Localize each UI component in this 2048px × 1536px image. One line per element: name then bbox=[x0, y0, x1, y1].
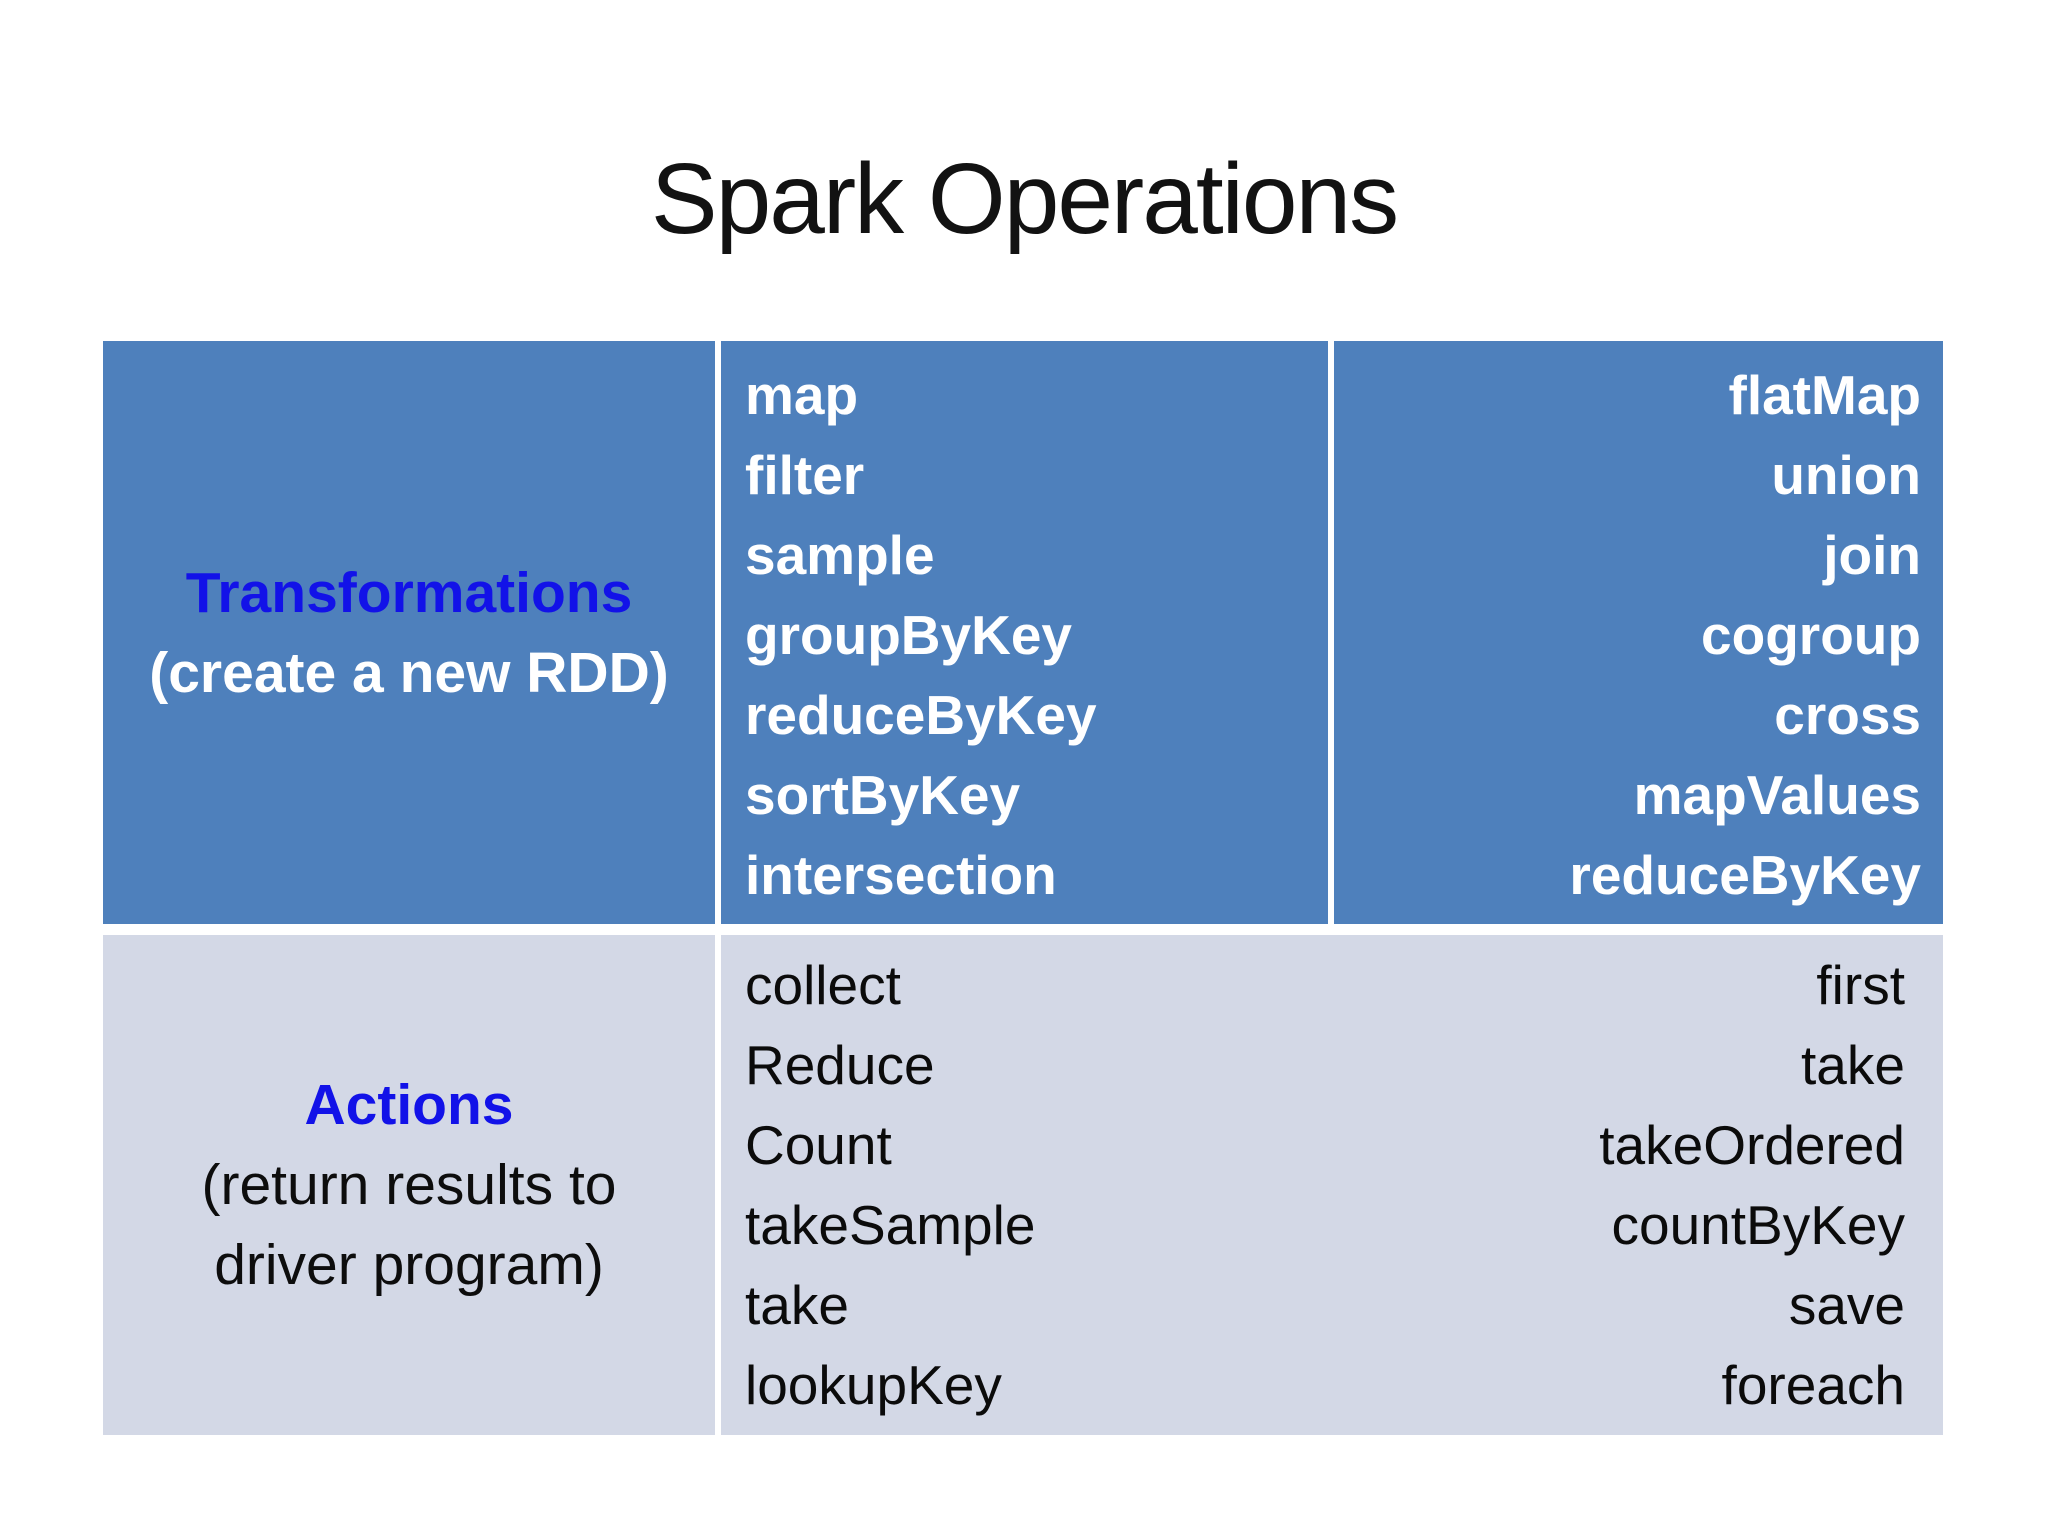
transformations-row: Transformations (create a new RDD) map fi… bbox=[103, 341, 1943, 924]
operation-item: union bbox=[1771, 444, 1921, 506]
row-divider bbox=[103, 924, 1943, 935]
operation-item: groupByKey bbox=[745, 604, 1072, 666]
operation-item: takeOrdered bbox=[1599, 1114, 1905, 1176]
column-divider bbox=[1328, 341, 1334, 924]
operation-item: take bbox=[1801, 1034, 1905, 1096]
operation-item: cogroup bbox=[1701, 604, 1921, 666]
column-divider bbox=[715, 935, 721, 1435]
actions-sublabel: (return results to driver program) bbox=[201, 1153, 617, 1297]
transformations-operations-left: map filter sample groupByKey reduceByKey sort… bbox=[721, 341, 1328, 924]
operation-item: Reduce bbox=[745, 1034, 935, 1096]
operation-item: filter bbox=[745, 444, 865, 506]
transformations-label: Transformations bbox=[185, 560, 633, 625]
operation-item: takeSample bbox=[745, 1194, 1036, 1256]
operation-item: Count bbox=[745, 1114, 892, 1176]
page-title: Spark Operations bbox=[650, 143, 1399, 255]
operation-item: map bbox=[745, 364, 859, 426]
column-divider bbox=[715, 341, 721, 924]
operation-item: collect bbox=[745, 954, 901, 1016]
operation-item: take bbox=[745, 1274, 849, 1336]
transformations-sublabel: (create a new RDD) bbox=[149, 640, 669, 705]
operation-item: intersection bbox=[745, 844, 1057, 906]
transformations-header-cell: Transformations (create a new RDD) bbox=[103, 341, 715, 924]
spark-operations-table: Transformations (create a new RDD) map fi… bbox=[103, 341, 1943, 1435]
actions-header-cell: Actions (return results to driver progra… bbox=[103, 935, 715, 1435]
operation-item: save bbox=[1788, 1274, 1905, 1336]
operation-item: first bbox=[1816, 954, 1905, 1016]
operation-item: foreach bbox=[1721, 1354, 1905, 1416]
actions-operations-right: first take takeOrdered countByKey save foreac… bbox=[1328, 935, 1943, 1435]
operation-item: sample bbox=[745, 524, 935, 586]
actions-label: Actions bbox=[304, 1073, 514, 1137]
transformations-operations-right: flatMap union join cogroup cross mapValues red… bbox=[1334, 341, 1943, 924]
operation-item: join bbox=[1823, 524, 1921, 586]
operation-item: flatMap bbox=[1728, 364, 1922, 426]
operation-item: countByKey bbox=[1611, 1194, 1905, 1256]
operation-item: lookupKey bbox=[745, 1354, 1002, 1416]
operation-item: cross bbox=[1774, 684, 1921, 746]
operation-item: reduceByKey bbox=[1569, 844, 1921, 906]
operation-item: sortByKey bbox=[745, 764, 1021, 826]
actions-row: Actions (return results to driver progra… bbox=[103, 935, 1943, 1435]
operation-item: mapValues bbox=[1633, 764, 1921, 826]
operation-item: reduceByKey bbox=[745, 684, 1097, 746]
